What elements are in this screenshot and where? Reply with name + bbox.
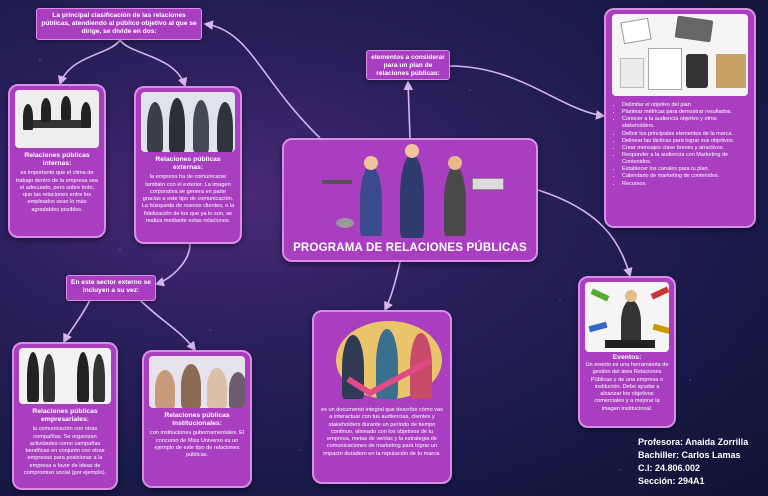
institutional-relations-card: Relaciones públicas institucionales: con… [142,350,252,488]
plan-element-item: Responder a la audiencia con Marketing d… [622,152,748,166]
link-sector-business [63,299,91,344]
link-external-sector [154,243,191,287]
external-title: Relaciones públicas externas: [155,156,221,172]
center-program-card: PROGRAMA DE RELACIONES PÚBLICAS [282,138,538,262]
author-credits: Profesora: Anaida Zorrilla Bachiller: Ca… [638,436,748,488]
link-center-events [537,189,633,278]
student-id: C.I: 24.806.002 [638,463,701,473]
events-title: Eventos: [612,354,642,361]
student-credit: Bachiller: Carlos Lamas [638,450,741,460]
business-text: la comunicación con otras compañías. Se … [23,426,107,476]
link-center-plan-label [403,80,414,139]
meeting-table-illustration [15,90,99,148]
internal-relations-card: Relaciones públicas internas: es importa… [8,84,106,238]
institutional-title: Relaciones públicas institucionales: [164,412,230,428]
classification-label: La principal clasificación de las relaci… [36,8,202,40]
plan-description-card: es un documento integral que describe có… [312,310,452,484]
group-meeting-photo [149,356,245,408]
team-illustration [312,144,508,240]
events-card: Eventos: Un evento es una herramienta de… [578,276,676,428]
internal-text: es importante que el clima de trabajo de… [15,170,99,213]
events-text: Un evento es una herramienta de gestión … [585,362,669,412]
institutional-text: con instituciones gubernamentales. El co… [149,430,245,459]
internal-title: Relaciones públicas internas: [24,152,90,168]
plan-element-item: Recursos. [622,181,748,188]
external-text: la empresa ha de comunicarse también con… [141,174,235,224]
business-handshake-illustration [19,348,111,404]
classification-label-text: La principal clasificación de las relaci… [41,12,197,36]
plan-element-item: Plantear métricas para demostrar resulta… [622,109,748,116]
business-title: Relaciones públicas empresariales: [32,408,98,424]
plan-element-item: Crear mensajes clave breves y atractivos… [622,145,748,152]
press-conference-illustration [585,282,669,352]
teamwork-check-illustration [320,317,444,403]
plan-description-text: es un documento integral que describe có… [321,407,443,457]
link-center-classification [203,20,321,139]
plan-elements-label: elementos a considerar para un plan de r… [366,50,450,80]
center-title: PROGRAMA DE RELACIONES PÚBLICAS [293,242,527,254]
plan-elements-card: Delimitar el objetivo del plan Plantear … [604,8,756,228]
plan-elements-label-text: elementos a considerar para un plan de r… [371,54,445,78]
business-relations-card: Relaciones públicas empresariales: la co… [12,342,118,490]
office-desk-illustration [612,14,748,96]
link-classification-external [119,39,188,88]
section-credit: Sección: 294A1 [638,476,705,486]
external-sector-label: En este sector externo se incluyen a su … [66,275,156,301]
plan-element-item: Conocer a la audiencia objetivo y otros … [622,116,748,130]
plan-element-item: Definir los principales elementos de la … [622,131,748,138]
professor-credit: Profesora: Anaida Zorrilla [638,437,749,447]
external-relations-card: Relaciones públicas externas: la empresa… [134,86,242,244]
link-center-description [384,261,401,312]
external-sector-label-text: En este sector externo se incluyen a su … [71,279,151,295]
plan-element-item: Establecer los canales para tu plan. [622,166,748,173]
plan-element-item: Delinear las tácticas para lograr sus ob… [622,138,748,145]
plan-element-item: Delimitar el objetivo del plan [622,102,748,109]
handshake-photo [141,92,235,152]
link-classification-internal [58,39,121,86]
plan-elements-list: Delimitar el objetivo del plan Plantear … [612,102,748,188]
link-plan-label-list [449,65,606,120]
plan-element-item: Calendario de marketing de contenidos. [622,173,748,180]
link-sector-institutional [139,299,196,352]
